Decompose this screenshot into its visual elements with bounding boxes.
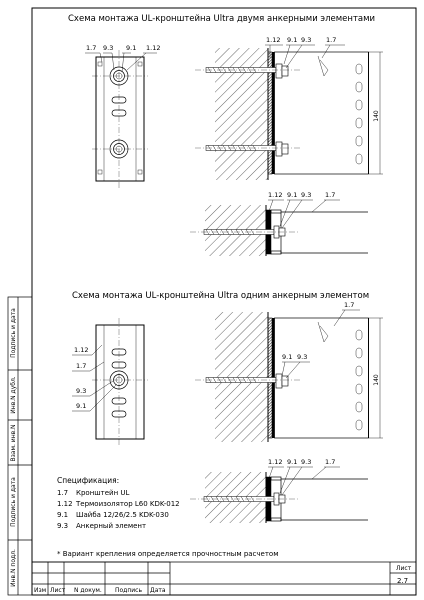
- spec-code: 9.1: [57, 511, 68, 519]
- title-col-date: Дата: [150, 587, 166, 594]
- callout: 9.1: [76, 402, 86, 410]
- callout: 1.12: [268, 191, 282, 199]
- section2-top-view: 1.12 9.1 9.3 1.7: [190, 458, 368, 523]
- callout: 9.3: [297, 353, 307, 361]
- callout: 9.1: [287, 191, 297, 199]
- callout: 9.1: [287, 458, 297, 466]
- sheet-frame: [7, 7, 417, 596]
- spec-title: Спецификация:: [57, 476, 119, 485]
- callout: 1.7: [86, 44, 96, 52]
- spec-text: Термоизолятор L60 KDK-012: [75, 500, 180, 508]
- spec-text: Шайба 12/26/2.5 KDK-030: [76, 511, 169, 519]
- section1-side-view: 140 1.12 9.1 9.3 1.7: [195, 36, 383, 180]
- callout: 1.12: [146, 44, 160, 52]
- title-col-doc: N докум.: [74, 587, 102, 594]
- section2-slots: [355, 329, 363, 431]
- title-col-izm: Изм: [34, 587, 46, 594]
- dimension-label: 140: [373, 110, 380, 122]
- callout: 9.3: [103, 44, 113, 52]
- stamp-label: Инв.N дубл.: [10, 376, 17, 413]
- section2-title: Схема монтажа UL-кронштейна Ultra одним …: [72, 291, 369, 301]
- callout: 9.3: [76, 387, 86, 395]
- section1-top-view: 1.12 9.1 9.3 1.7: [190, 191, 368, 256]
- title-col-list: Лист: [50, 587, 66, 594]
- callout: 1.7: [326, 36, 336, 44]
- callout: 1.7: [344, 301, 354, 309]
- callout: 1.7: [325, 191, 335, 199]
- spec-code: 9.3: [57, 522, 68, 530]
- sheet-number: 2.7: [397, 577, 408, 585]
- title-col-sign: Подпись: [115, 587, 142, 594]
- spec-text: Кронштейн UL: [76, 489, 130, 497]
- section2-front-view: 1.12 1.7 9.3 9.1: [72, 318, 148, 446]
- callout: 1.7: [325, 458, 335, 466]
- stamp-label: Инв.N подл.: [10, 549, 17, 587]
- callout: 1.7: [76, 362, 86, 370]
- callout: 9.3: [301, 458, 311, 466]
- dimension-label: 140: [373, 374, 380, 386]
- stamp-label: Подпись и дата: [10, 308, 17, 358]
- spec-code: 1.12: [57, 500, 73, 508]
- callout: 9.1: [126, 44, 136, 52]
- callout: 9.1: [282, 353, 292, 361]
- callout: 1.12: [266, 36, 280, 44]
- section1-title: Схема монтажа UL-кронштейна Ultra двумя …: [68, 14, 375, 24]
- footnote: * Вариант крепления определяется прочнос…: [57, 550, 278, 558]
- callout: 1.12: [268, 458, 282, 466]
- callout: 9.3: [301, 36, 311, 44]
- section1-front-view: 1.7 9.3 9.1 1.12: [85, 44, 160, 188]
- stamp-label: Взам. инв.N: [10, 424, 17, 461]
- spec-code: 1.7: [57, 489, 68, 497]
- callout: 9.1: [287, 36, 297, 44]
- sheet-label: Лист: [396, 565, 412, 572]
- spec-text: Анкерный элемент: [76, 522, 146, 530]
- callout: 1.12: [74, 346, 88, 354]
- section2-side-view: 140 1.7 9.1 9.3: [195, 301, 383, 442]
- specification: Спецификация: 1.7 Кронштейн UL 1.12 Терм…: [57, 476, 180, 530]
- section1-slots: [355, 63, 363, 165]
- side-stamp: Подпись и дата Инв.N дубл. Взам. инв.N П…: [10, 308, 17, 587]
- callout: 9.3: [301, 191, 311, 199]
- stamp-label: Подпись и дата: [10, 477, 17, 527]
- title-block: Изм Лист N докум. Подпись Дата Лист 2.7: [32, 561, 416, 595]
